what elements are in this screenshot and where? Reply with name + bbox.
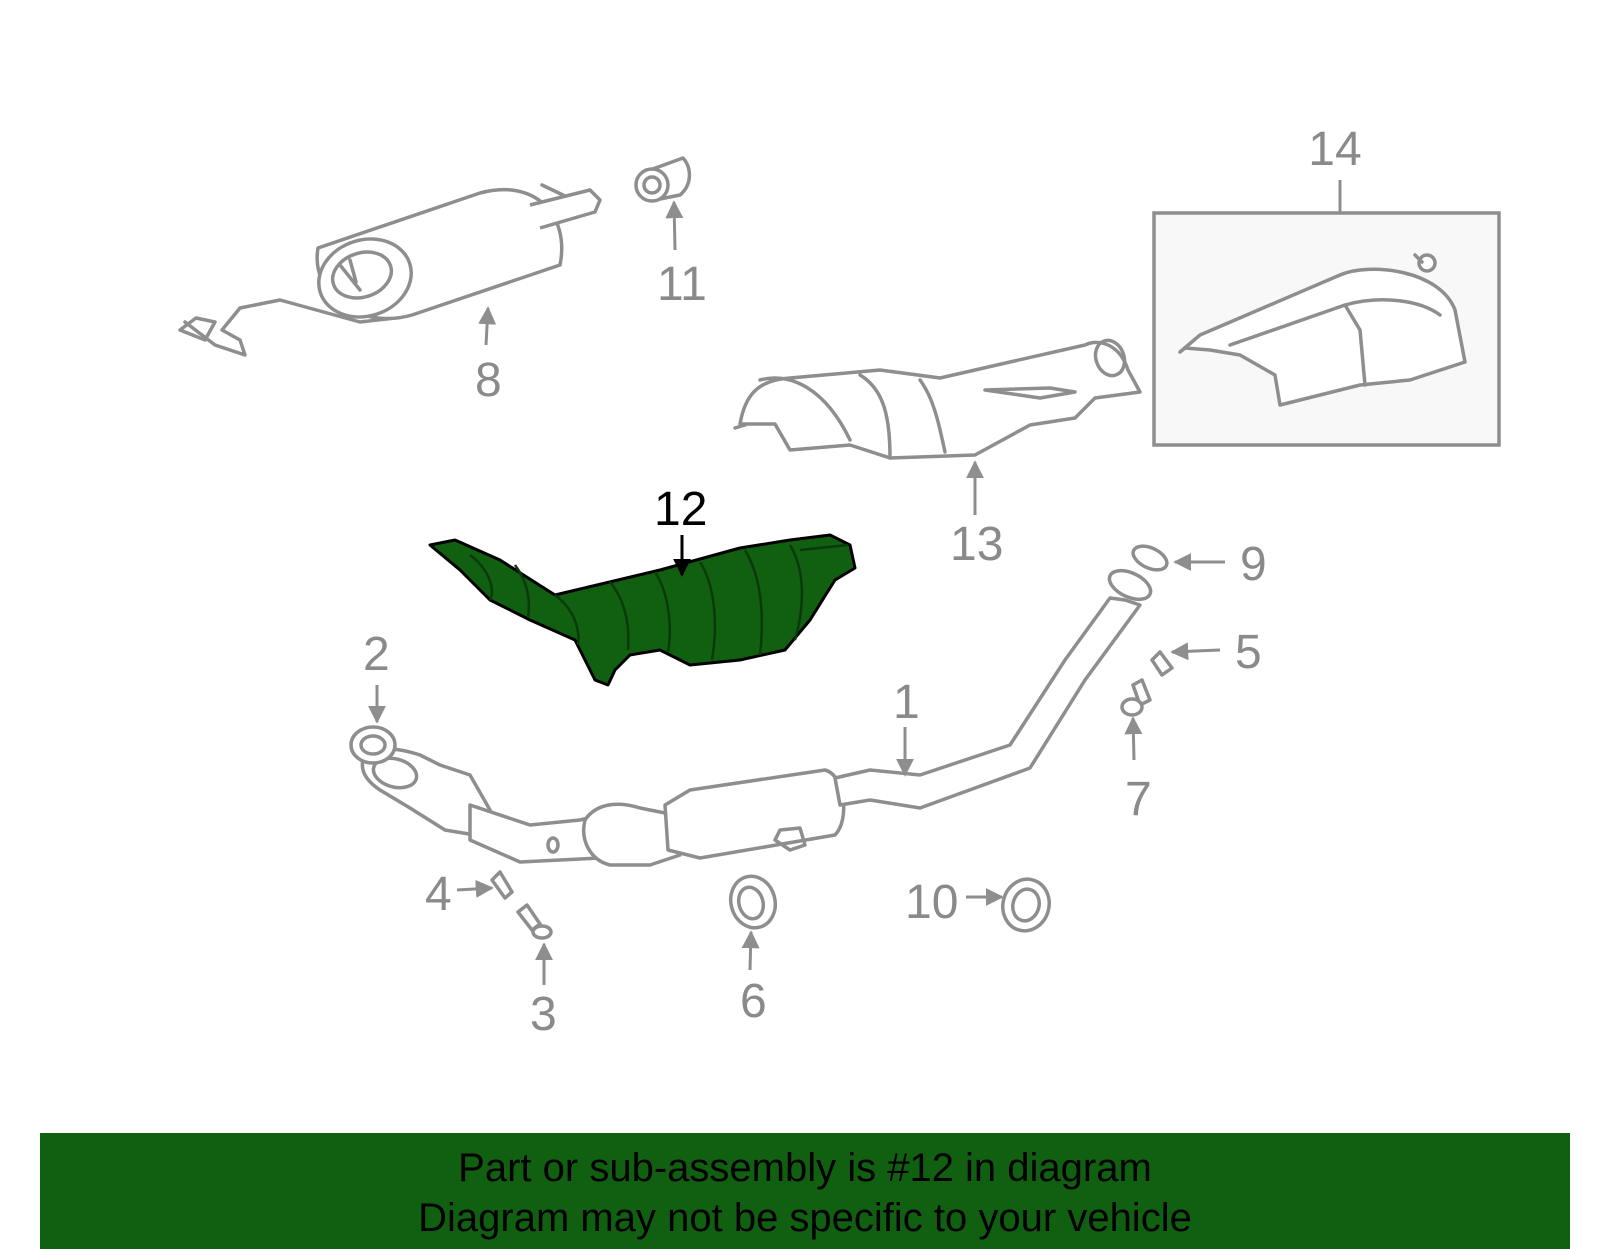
- callout-4[interactable]: 4: [425, 868, 452, 921]
- pipe-sleeve-part[interactable]: [634, 156, 692, 203]
- callout-6[interactable]: 6: [740, 975, 767, 1028]
- stud-5-part[interactable]: [1150, 650, 1174, 677]
- gasket-2-part[interactable]: [349, 725, 397, 765]
- callout-9[interactable]: 9: [1240, 538, 1267, 591]
- callout-2[interactable]: 2: [363, 628, 390, 681]
- hanger-10-part[interactable]: [997, 874, 1055, 936]
- bolt-7-part[interactable]: [1120, 678, 1152, 717]
- stud-4-part[interactable]: [490, 870, 514, 900]
- front-pipe-converter-part[interactable]: [360, 565, 1155, 867]
- heat-shield-14-box[interactable]: [1152, 211, 1501, 447]
- hanger-6-part[interactable]: [725, 871, 781, 933]
- part-info-banner: Part or sub-assembly is #12 in diagram D…: [40, 1133, 1570, 1249]
- heat-shield-13-part[interactable]: [733, 336, 1142, 460]
- callout-7[interactable]: 7: [1125, 773, 1152, 826]
- bolt-3-part[interactable]: [516, 903, 553, 940]
- muffler-part[interactable]: [178, 183, 602, 357]
- gasket-9-part[interactable]: [1129, 541, 1170, 574]
- callout-10[interactable]: 10: [905, 876, 958, 929]
- banner-line-part: Part or sub-assembly is #12 in diagram: [458, 1146, 1152, 1190]
- heat-shield-12-highlighted[interactable]: [428, 533, 857, 687]
- leader-lines: [368, 180, 1342, 985]
- callout-1[interactable]: 1: [893, 676, 920, 729]
- callout-11[interactable]: 11: [657, 258, 707, 311]
- callout-8[interactable]: 8: [475, 354, 502, 407]
- callout-13[interactable]: 13: [950, 518, 1003, 571]
- callout-5[interactable]: 5: [1235, 626, 1262, 679]
- callout-3[interactable]: 3: [530, 988, 557, 1041]
- banner-line-disclaimer: Diagram may not be specific to your vehi…: [418, 1196, 1192, 1240]
- callout-14[interactable]: 14: [1308, 123, 1361, 176]
- callout-12[interactable]: 12: [654, 483, 707, 536]
